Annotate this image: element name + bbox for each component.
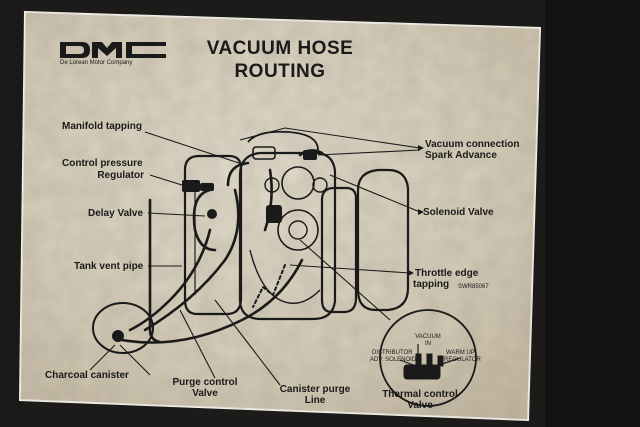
- label-purge-control-1: Purge control: [172, 377, 238, 388]
- label-canister-purge-1: Canister purge: [279, 384, 351, 395]
- control-pressure-regulator-icon: [182, 180, 200, 192]
- label-canister-purge-2: Line: [304, 395, 326, 406]
- label-throttle-edge-1: Throttle edge: [415, 268, 479, 279]
- diagram-title-line2: ROUTING: [234, 61, 326, 82]
- label-charcoal-canister: Charcoal canister: [45, 370, 129, 381]
- label-throttle-edge-2: tapping: [413, 279, 450, 290]
- label-control-pressure-1: Control pressure: [62, 158, 143, 169]
- label-solenoid-valve: Solenoid Valve: [423, 207, 494, 218]
- label-tcv-warm-up-2: REGULATOR: [444, 357, 481, 363]
- label-tcv-distributor-2: ADV. SOLENOID: [370, 357, 417, 363]
- leader-lines: [89, 127, 421, 386]
- components: [182, 150, 317, 223]
- logo-tagline: De Lorean Motor Company: [60, 60, 133, 66]
- label-manifold-tapping: Manifold tapping: [62, 121, 142, 132]
- label-tcv-distributor-1: DISTRIBUTOR: [372, 350, 413, 356]
- background-edge: [0, 0, 22, 427]
- label-tcv-warm-up-1: WARM UP: [446, 350, 475, 356]
- label-thermal-control-1: Thermal control: [382, 389, 458, 400]
- label-control-pressure-2: Regulator: [97, 170, 144, 181]
- label-vacuum-connection-1: Vacuum connection: [425, 139, 520, 150]
- solenoid-valve-icon: [266, 205, 282, 223]
- label-tcv-vacuum-in-1: VACUUM: [415, 334, 441, 340]
- thermal-control-valve-inset: [379, 309, 477, 407]
- label-vacuum-connection-2: Spark Advance: [425, 150, 497, 161]
- vacuum-hoses: [120, 149, 324, 344]
- diagram-title-line1: VACUUM HOSE: [206, 38, 354, 59]
- label-tcv-vacuum-in-2: IN: [425, 341, 431, 347]
- vacuum-connector-icon: [303, 150, 317, 160]
- label-purge-control-2: Valve: [192, 388, 218, 399]
- charcoal-canister-shape: [92, 302, 154, 354]
- label-delay-valve: Delay Valve: [88, 208, 144, 219]
- label-part-number: SWR85067: [458, 284, 489, 290]
- leader-arrows: [408, 145, 424, 276]
- label-thermal-control-2: Valve: [407, 400, 433, 411]
- dmc-logo-mark: [60, 42, 166, 58]
- delay-valve-icon: [207, 209, 217, 219]
- label-tank-vent-pipe: Tank vent pipe: [74, 261, 144, 272]
- background-panel: [545, 0, 640, 427]
